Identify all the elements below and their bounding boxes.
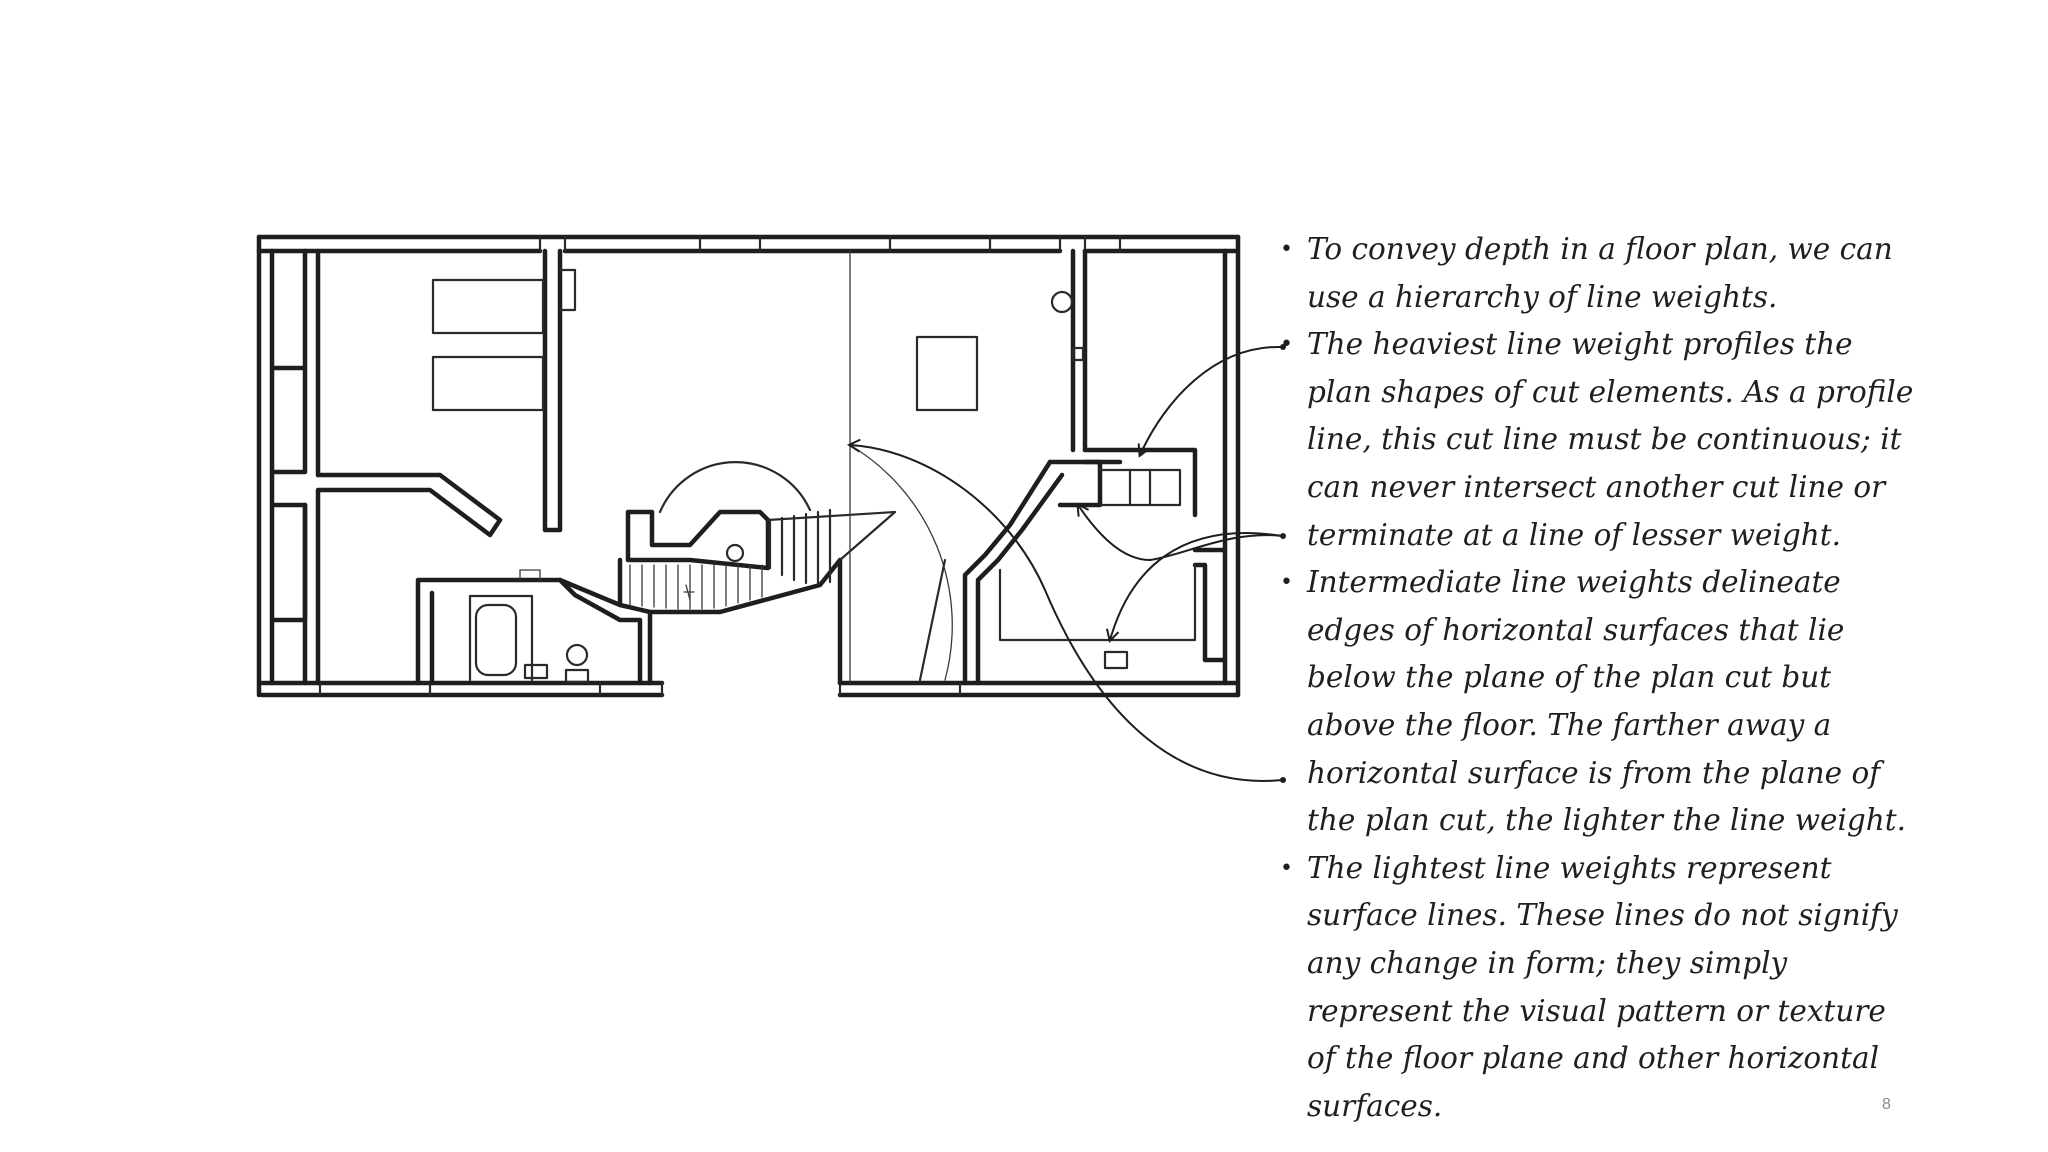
- note-text: Intermediate line weights delineate edge…: [1307, 565, 1906, 838]
- bullet-icon: •: [1280, 237, 1293, 262]
- plan-exterior-walls: [256, 234, 1241, 698]
- leader-intermediate-line-b: [1110, 532, 1283, 640]
- leader-heavy-line: [1140, 345, 1283, 455]
- note-item: • The heaviest line weight profiles the …: [1280, 321, 1920, 559]
- line-weight-notes: • To convey depth in a floor plan, we ca…: [1280, 226, 1920, 1130]
- note-item: • To convey depth in a floor plan, we ca…: [1280, 226, 1920, 321]
- leader-arrows: [850, 344, 1286, 783]
- note-text: The heaviest line weight profiles the pl…: [1307, 327, 1914, 552]
- bullet-icon: •: [1280, 570, 1293, 596]
- bullet-icon: •: [1280, 855, 1293, 881]
- note-text: To convey depth in a floor plan, we can …: [1307, 232, 1893, 314]
- bullet-icon: •: [1280, 332, 1293, 358]
- leader-intermediate-line-a: [1078, 505, 1283, 562]
- note-item: • Intermediate line weights delineate ed…: [1280, 559, 1920, 845]
- note-text: The lightest line weights represent surf…: [1307, 850, 1898, 1123]
- plan-interior-walls: [269, 248, 1228, 686]
- page-number: 8: [1882, 1096, 1891, 1113]
- note-item: • The lightest line weights represent su…: [1280, 845, 1920, 1131]
- leader-lightest-line: [850, 445, 1283, 782]
